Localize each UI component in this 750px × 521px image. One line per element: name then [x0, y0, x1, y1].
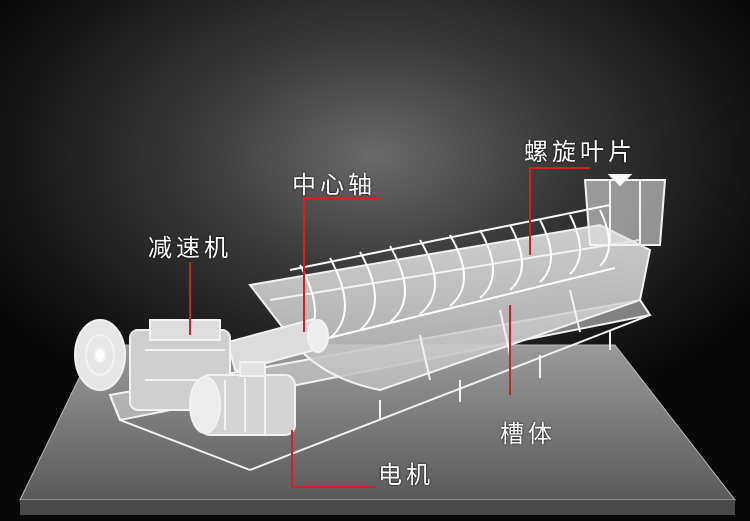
label-screw-blades: 螺旋叶片 [524, 138, 636, 166]
leader-motor [291, 430, 375, 488]
center-shaft [226, 317, 329, 373]
leader-lines [189, 167, 590, 488]
label-tank: 槽体 [500, 420, 556, 448]
motor [189, 361, 296, 436]
pulley [74, 319, 126, 391]
leader-center-shaft [303, 197, 380, 332]
machine [74, 174, 667, 471]
label-center-shaft: 中心轴 [292, 171, 376, 199]
label-motor: 电机 [378, 461, 434, 489]
leader-screw-blades [529, 167, 590, 255]
spiral-blades [289, 204, 616, 346]
label-reducer: 减速机 [148, 234, 232, 262]
